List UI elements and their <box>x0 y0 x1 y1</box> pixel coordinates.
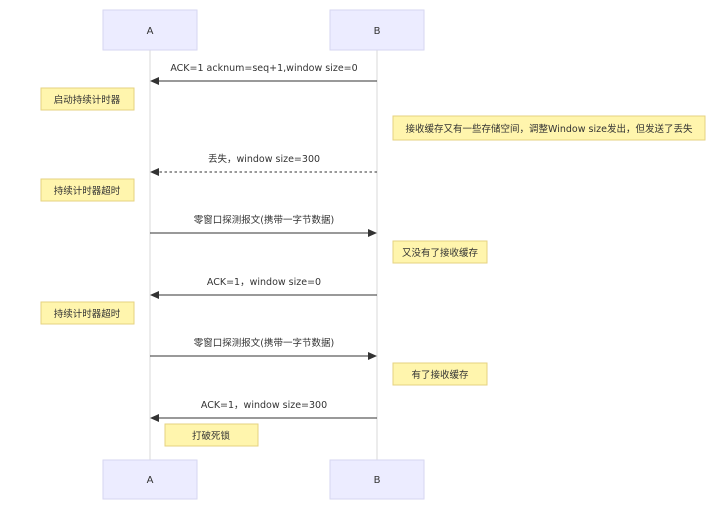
message-label: ACK=1，window size=0 <box>207 277 321 288</box>
message-label: ACK=1，window size=300 <box>201 400 327 411</box>
note-text: 又没有了接收缓存 <box>402 247 479 259</box>
actor-b-bottom: B <box>329 459 425 500</box>
note-text: 持续计时器超时 <box>54 185 121 197</box>
note-buffer-space: 接收缓存又有一些存储空间，调整Window size发出，但发送了丢失 <box>392 115 706 141</box>
note-start-timer: 启动持续计时器 <box>40 87 135 111</box>
message-2-lost: 丢失，window size=300 <box>150 153 377 176</box>
actor-b-label: B <box>374 475 381 486</box>
message-1: ACK=1 acknum=seq+1,window size=0 <box>150 63 377 85</box>
actor-a-bottom: A <box>102 459 198 500</box>
message-label: 零窗口探测报文(携带一字节数据) <box>194 337 334 349</box>
note-break-deadlock: 打破死锁 <box>164 423 259 447</box>
actor-b-top: B <box>329 9 425 51</box>
note-text: 持续计时器超时 <box>54 308 121 320</box>
message-5: 零窗口探测报文(携带一字节数据) <box>150 337 377 360</box>
note-text: 启动持续计时器 <box>54 94 121 106</box>
note-text: 接收缓存又有一些存储空间，调整Window size发出，但发送了丢失 <box>406 123 693 135</box>
note-no-buffer: 又没有了接收缓存 <box>392 240 488 264</box>
message-3: 零窗口探测报文(携带一字节数据) <box>150 214 377 237</box>
note-timer-timeout-2: 持续计时器超时 <box>40 301 135 325</box>
message-4: ACK=1，window size=0 <box>150 277 377 299</box>
note-text: 打破死锁 <box>192 430 231 442</box>
message-label: 丢失，window size=300 <box>208 153 320 165</box>
message-6: ACK=1，window size=300 <box>150 400 377 422</box>
note-text: 有了接收缓存 <box>411 369 469 381</box>
message-label: 零窗口探测报文(携带一字节数据) <box>194 214 334 226</box>
actor-a-top: A <box>102 9 198 51</box>
actor-a-label: A <box>147 475 154 486</box>
note-has-buffer: 有了接收缓存 <box>392 362 488 386</box>
actor-a-label: A <box>147 26 154 37</box>
note-timer-timeout-1: 持续计时器超时 <box>40 178 135 202</box>
actor-b-label: B <box>374 26 381 37</box>
message-label: ACK=1 acknum=seq+1,window size=0 <box>170 63 357 74</box>
